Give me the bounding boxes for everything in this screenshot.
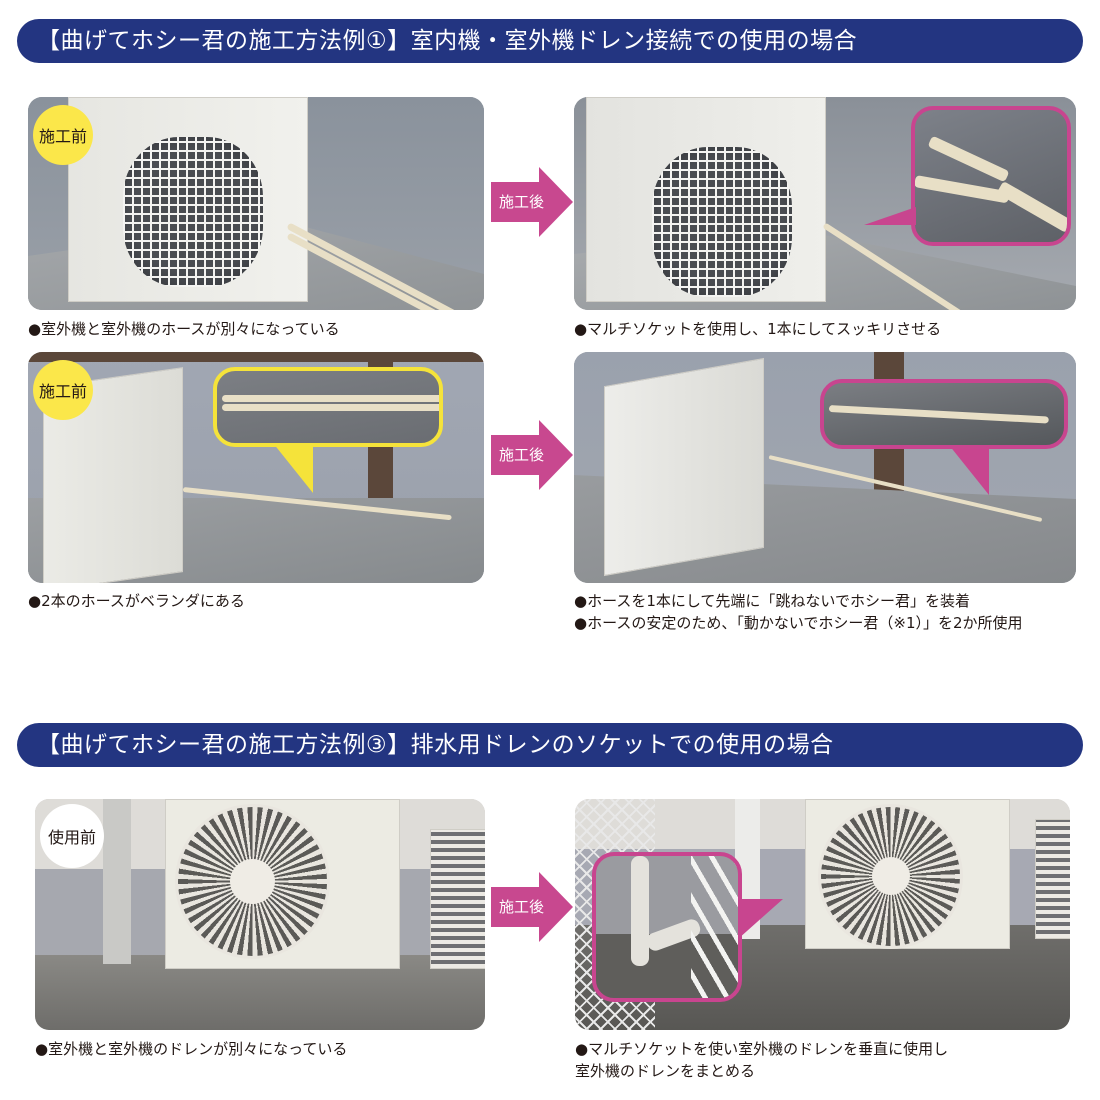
arrow-label: 施工後: [499, 446, 545, 464]
closeup-callout: [820, 379, 1068, 449]
caption-after-1: ●マルチソケットを使用し、1本にしてスッキリさせる: [574, 320, 942, 338]
caption-before-1: ●室外機と室外機のホースが別々になっている: [28, 320, 340, 338]
before-badge: 使用前: [40, 804, 104, 868]
hose: [222, 395, 439, 402]
arrow-label: 施工後: [499, 193, 545, 211]
hose: [828, 405, 1049, 424]
photo-before-1: 施工前: [28, 97, 484, 310]
caption-before-2: ●2本のホースがベランダにある: [28, 592, 245, 610]
photo-before-2: 施工前: [28, 352, 484, 583]
before-badge: 施工前: [33, 360, 93, 420]
callout-tail: [864, 207, 916, 225]
fan-grille: [652, 147, 792, 297]
pipe: [103, 799, 131, 964]
multi-socket: [996, 180, 1067, 234]
closeup-callout: [592, 852, 742, 1002]
hose: [927, 135, 1010, 183]
fan-grille: [123, 137, 263, 287]
fan-hub: [872, 857, 910, 895]
section-2-title: 【曲げてホシー君の施工方法例③】排水用ドレンのソケットでの使用の場合: [37, 732, 834, 758]
hose: [915, 175, 1010, 204]
right-arrow-icon: 施工後: [491, 167, 573, 237]
caption-before-3: ●室外機と室外機のドレンが別々になっている: [35, 1040, 348, 1058]
photo-after-2: [574, 352, 1076, 583]
outdoor-unit: [604, 357, 764, 577]
fence-closeup: [691, 856, 738, 998]
before-badge: 施工前: [33, 105, 93, 165]
vertical-drain: [631, 856, 649, 966]
section-1-title: 【曲げてホシー君の施工方法例①】室内機・室外機ドレン接続での使用の場合: [37, 28, 858, 54]
caption-after-3a: ●マルチソケットを使い室外機のドレンを垂直に使用し: [575, 1040, 949, 1058]
caption-after-2a: ●ホースを1本にして先端に「跳ねないでホシー君」を装着: [574, 592, 970, 610]
second-unit: [1035, 819, 1070, 939]
arrow-label: 施工後: [499, 898, 545, 916]
callout-tail: [738, 899, 783, 939]
right-arrow-icon: 施工後: [491, 872, 573, 942]
closeup-callout: [911, 106, 1071, 246]
closeup-callout: [213, 367, 443, 447]
section-1-title-banner: 【曲げてホシー君の施工方法例①】室内機・室外機ドレン接続での使用の場合: [17, 19, 1083, 63]
railing: [28, 352, 484, 362]
second-unit: [430, 829, 485, 969]
callout-tail: [949, 445, 989, 495]
right-arrow-icon: 施工後: [491, 420, 573, 490]
photo-before-3: 使用前: [35, 799, 485, 1030]
hose: [222, 404, 439, 411]
fan-hub: [230, 859, 275, 904]
caption-after-2b: ●ホースの安定のため、「動かないでホシー君（※1）」を2か所使用: [574, 614, 1023, 632]
photo-after-1: [574, 97, 1076, 310]
caption-after-3b: 室外機のドレンをまとめる: [575, 1062, 756, 1080]
photo-after-3: [575, 799, 1070, 1030]
callout-tail: [273, 443, 313, 493]
section-2-title-banner: 【曲げてホシー君の施工方法例③】排水用ドレンのソケットでの使用の場合: [17, 723, 1083, 767]
